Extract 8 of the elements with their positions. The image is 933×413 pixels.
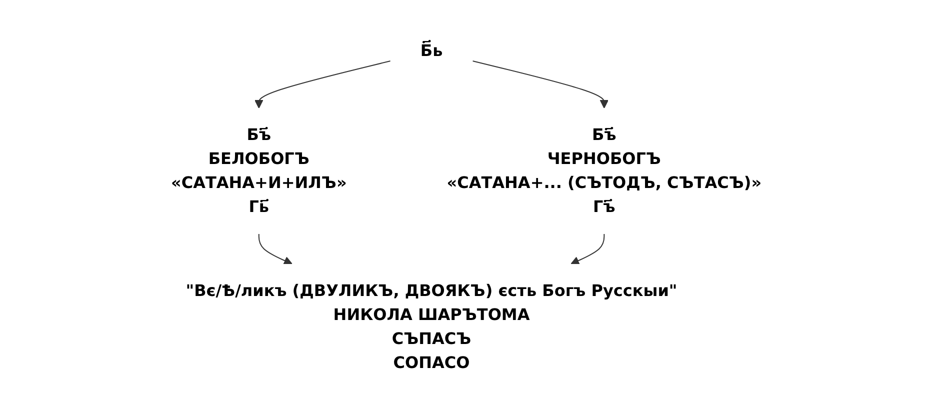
node-text: Б҃ь xyxy=(420,40,443,60)
arrow xyxy=(472,60,609,108)
arrow xyxy=(254,60,392,108)
arrow xyxy=(258,233,293,264)
node-text: Бъ҃ БЕЛОБОГЪ «САТАНА+И+ИЛЪ» Гь҃ xyxy=(171,124,347,216)
node-text: "Вє/Ѣ/ликъ (ДВУЛИКЪ, ДВОЯКЪ) єсть Богъ Русскыи" НИКОЛА ШАРЪТОМА СЪПАСЪ СОПАСО xyxy=(186,280,678,372)
node-text: Бъ҃ ЧЕРНОБОГЪ «САТАНА+... (СЪТОДЪ, СЪТАСЪ)» Гъ҃ xyxy=(447,124,762,216)
arrow xyxy=(570,233,605,264)
